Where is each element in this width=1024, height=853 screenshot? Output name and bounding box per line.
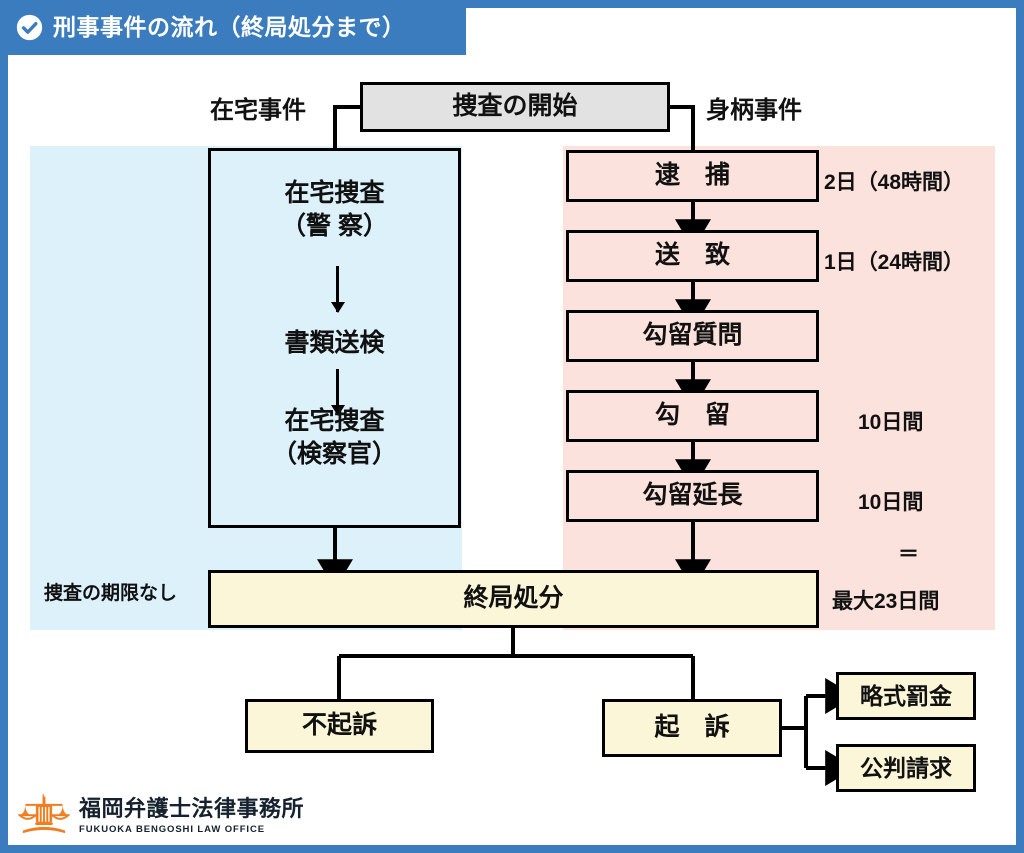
- zaitaku-police-line1: 在宅捜査: [284, 179, 385, 207]
- frame-border-bottom: [0, 845, 1024, 853]
- frame-border-right: [1016, 0, 1024, 853]
- arrow-police-to-soken: [330, 266, 345, 313]
- arrow-soken-to-kensatsu: [330, 369, 345, 416]
- node-koryu-shitsumon[interactable]: 勾留質問: [566, 310, 819, 362]
- node-zaitaku-container[interactable]: 在宅捜査 （警 察） 書類送検 在宅捜査 （検察官）: [208, 148, 461, 528]
- node-zaitaku-kensatsu: 在宅捜査 （検察官）: [211, 405, 458, 470]
- node-koryu-encho[interactable]: 勾留延長: [566, 470, 819, 522]
- lane-background-migara: [563, 146, 995, 630]
- duration-taiho: 2日（48時間）: [824, 171, 965, 194]
- footer-logo: 福岡弁護士法律事務所 FUKUOKA BENGOSHI LAW OFFICE: [18, 790, 304, 842]
- check-circle-icon: [16, 14, 43, 41]
- duration-total-max: 最大23日間: [832, 590, 940, 613]
- branch-label-zaitaku-jiken: 在宅事件: [210, 97, 306, 124]
- frame-border-top: [0, 0, 1024, 8]
- node-taiho[interactable]: 逮 捕: [566, 150, 819, 202]
- node-ryakushiki-bakkin[interactable]: 略式罰金: [836, 672, 976, 720]
- node-kiso[interactable]: 起 訴: [602, 699, 782, 757]
- duration-equals-sign: ＝: [898, 543, 919, 566]
- node-zaitaku-police: 在宅捜査 （警 察）: [211, 177, 458, 242]
- firm-name-en: FUKUOKA BENGOSHI LAW OFFICE: [79, 824, 265, 836]
- firm-name-jp: 福岡弁護士法律事務所: [79, 795, 305, 821]
- node-koryu[interactable]: 勾 留: [566, 390, 819, 442]
- frame-border-left: [0, 0, 8, 853]
- duration-koryu-encho: 10日間: [858, 491, 924, 514]
- node-shukyoku-shobun[interactable]: 終局処分: [208, 570, 819, 628]
- node-fukiso[interactable]: 不起訴: [245, 699, 434, 753]
- branch-label-migara-jiken: 身柄事件: [706, 97, 802, 124]
- duration-souchi: 1日（24時間）: [824, 251, 965, 274]
- node-souchi[interactable]: 送 致: [566, 230, 819, 282]
- node-shorui-soken: 書類送検: [284, 329, 385, 357]
- node-start-investigation[interactable]: 捜査の開始: [360, 82, 670, 132]
- scales-of-justice-icon: [18, 793, 70, 834]
- page-title: 刑事事件の流れ（終局処分まで）: [53, 14, 406, 40]
- footer-logo-text: 福岡弁護士法律事務所 FUKUOKA BENGOSHI LAW OFFICE: [79, 795, 305, 836]
- header-banner: 刑事事件の流れ（終局処分まで）: [0, 0, 466, 55]
- zaitaku-police-line2: （警 察）: [281, 211, 388, 240]
- node-kouhan-seikyu[interactable]: 公判請求: [836, 744, 976, 792]
- zaitaku-kensatsu-line2: （検察官）: [271, 439, 397, 468]
- duration-koryu: 10日間: [858, 411, 924, 434]
- zaitaku-kensatsu-line1: 在宅捜査: [284, 407, 385, 435]
- lane-note-no-deadline: 捜査の期限なし: [44, 583, 178, 604]
